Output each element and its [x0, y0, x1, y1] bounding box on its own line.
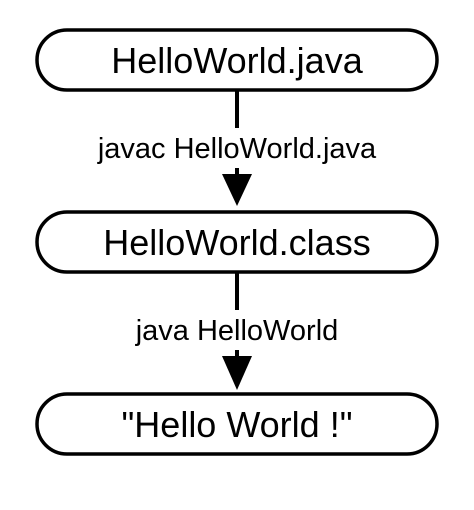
edge-run-arrowhead: [222, 356, 252, 390]
node-program-output-shape: [35, 392, 439, 456]
node-class-file-shape: [35, 210, 439, 274]
edge-run: java HelloWorld: [110, 272, 364, 390]
node-program-output: "Hello World !": [35, 392, 439, 456]
edge-run-label: java HelloWorld: [135, 315, 339, 347]
node-program-output-label: "Hello World !": [122, 404, 353, 445]
node-class-file: HelloWorld.class: [35, 210, 439, 274]
edge-compile-label: javac HelloWorld.java: [97, 133, 377, 165]
edge-compile-label-bg: [70, 128, 404, 168]
node-source-file: HelloWorld.java: [35, 28, 439, 92]
edge-compile-arrowhead: [222, 174, 252, 206]
node-source-file-shape: [35, 28, 439, 92]
edge-compile: javac HelloWorld.java: [70, 90, 404, 206]
node-source-file-label: HelloWorld.java: [111, 40, 363, 81]
node-class-file-label: HelloWorld.class: [103, 222, 370, 263]
edge-run-label-bg: [110, 310, 364, 350]
